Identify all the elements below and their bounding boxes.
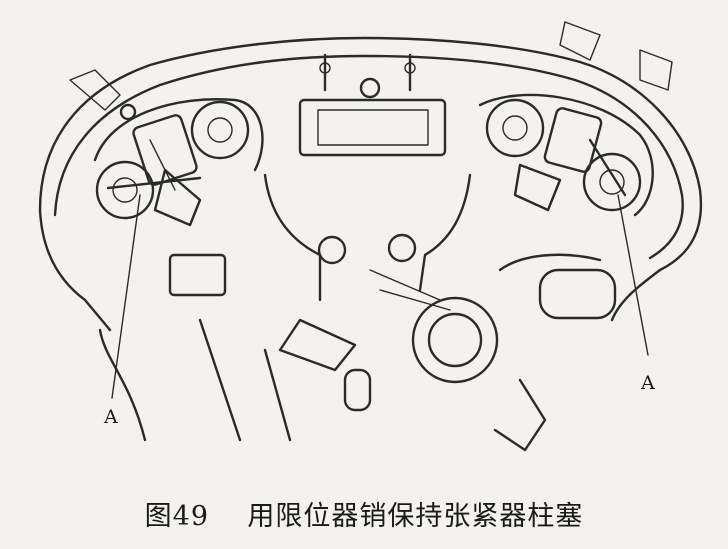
timing-cover-outline (38, 21, 703, 332)
callout-left-leader (111, 194, 141, 399)
right-stopper-pin (588, 138, 627, 197)
center-housing (298, 53, 447, 157)
right-tensioner (513, 107, 627, 212)
callout-right-leader (617, 194, 649, 356)
engine-timing-chain-diagram: A A (38, 21, 703, 452)
figure-caption: 图49 用限位器销保持张紧器柱塞 (0, 494, 728, 533)
callout-left: A (103, 194, 141, 428)
callout-right-label: A (640, 372, 655, 394)
figure-title: 用限位器销保持张紧器柱塞 (247, 501, 584, 532)
right-camshaft-sprockets (478, 93, 654, 217)
callout-left-label: A (103, 406, 118, 428)
left-camshaft-sprockets (93, 98, 264, 220)
left-tensioner (106, 103, 202, 227)
lower-engine-block (98, 173, 617, 452)
callout-right: A (617, 194, 655, 394)
left-stopper-pin (106, 176, 202, 190)
figure-number: 图49 (144, 501, 209, 532)
